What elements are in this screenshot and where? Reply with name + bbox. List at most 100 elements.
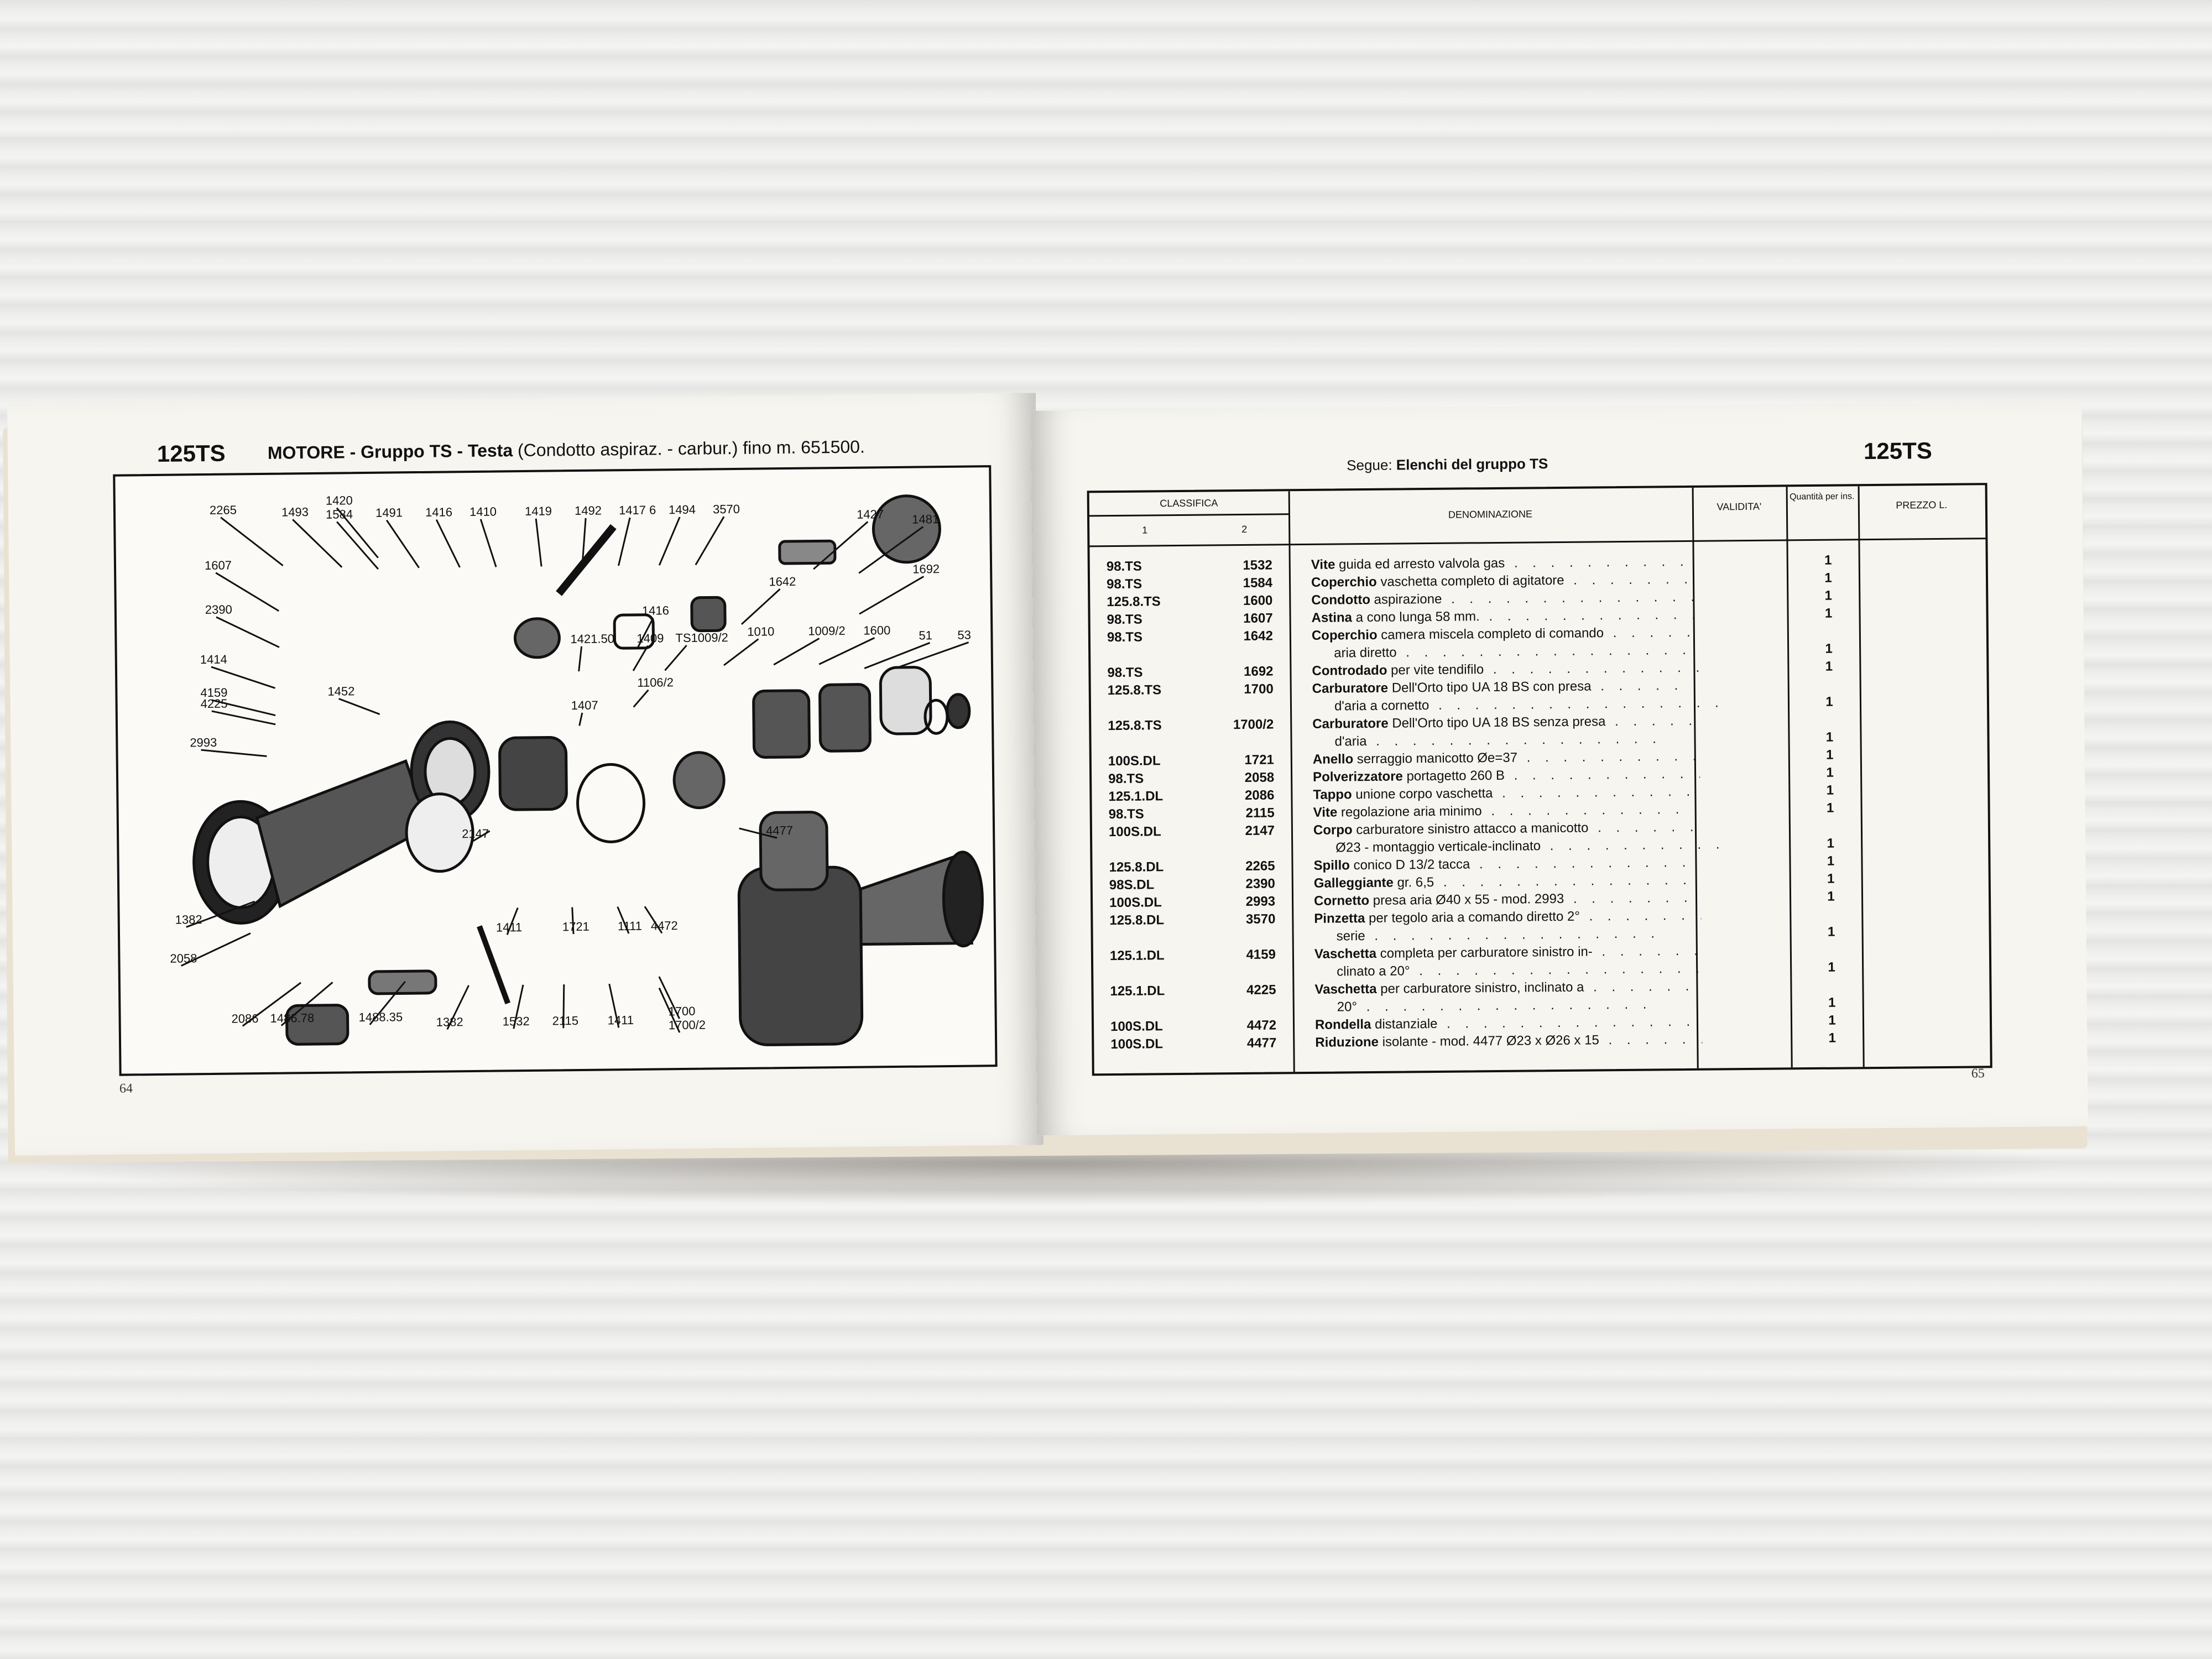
- leader-dots: . . . . . . . . . . . . . . . .: [1479, 854, 1701, 872]
- denominazione-cell: Vite regolazione aria minimo . . . . . .…: [1313, 802, 1700, 821]
- part-description: aspirazione: [1370, 591, 1442, 607]
- part-name: Galleggiante: [1313, 875, 1394, 891]
- part-description: unione corpo vaschetta: [1352, 786, 1493, 802]
- diagram-callout-label: 1600: [863, 623, 890, 638]
- classifica-1-cell: 125.8.DL: [1109, 859, 1164, 875]
- classifica-2-cell: 2086: [1244, 787, 1275, 803]
- diagram-callout-label: 1416: [642, 603, 669, 618]
- diagram-callout-label: 1411: [608, 1013, 634, 1027]
- diagram-leader-line: [633, 689, 649, 708]
- diagram-leader-line: [859, 576, 925, 615]
- diagram-callout-label: 51: [919, 628, 932, 642]
- denominazione-cell: Ø23 - montaggio verticale-inclinato . . …: [1335, 837, 1723, 855]
- part-name: Controdado: [1312, 662, 1387, 679]
- quantity-cell: 1: [1825, 729, 1834, 745]
- diagram-callout-label: 1427: [857, 507, 884, 521]
- part-name: Cornetto: [1313, 893, 1370, 909]
- leader-dots: . . . . . . . . . . . . . . . .: [1608, 1031, 1703, 1048]
- diagram-leader-line: [632, 645, 649, 671]
- classifica-1-cell: 98.TS: [1106, 576, 1142, 592]
- diagram-leader-line: [435, 519, 461, 568]
- diagram-callout-label: 1409: [637, 631, 664, 645]
- diagram-leader-line: [336, 521, 379, 570]
- classifica-2-cell: 1700/2: [1233, 717, 1274, 733]
- diagram-callout-label: 3570: [713, 502, 740, 517]
- part-description: regolazione aria minimo: [1337, 804, 1482, 820]
- diagram-callout-label: 1721: [562, 920, 589, 934]
- quantity-cell: 1: [1827, 871, 1835, 886]
- denominazione-cell: Carburatore Dell'Orto tipo UA 18 BS con …: [1312, 678, 1699, 697]
- classifica-1-cell: 98.TS: [1107, 665, 1143, 681]
- diagram-leader-line: [369, 980, 406, 1025]
- diagram-callout-label: 1493: [281, 505, 309, 519]
- header-validita: VALIDITA': [1717, 500, 1762, 513]
- classifica-1-cell: 125.1.DL: [1108, 789, 1164, 805]
- left-model-label: 125TS: [156, 440, 226, 467]
- diagram-callout-label: 1382: [175, 912, 202, 927]
- diagram-leader-line: [562, 984, 565, 1029]
- part-description: presa aria Ø40 x 55 - mod. 2993: [1369, 891, 1564, 909]
- quantity-cell: 1: [1826, 765, 1834, 780]
- classifica-1-cell: 100S.DL: [1110, 1019, 1163, 1035]
- part-name: Vaschetta: [1314, 946, 1377, 962]
- denominazione-cell: Riduzione isolante - mod. 4477 Ø23 x Ø26…: [1315, 1032, 1702, 1051]
- diagram-leader-line: [618, 517, 631, 566]
- diagram-leader-line: [637, 617, 654, 649]
- classifica-1-cell: 125.1.DL: [1110, 983, 1165, 999]
- leader-dots: . . . . . . . . . . . . . . . .: [1365, 926, 1661, 944]
- diagram-leader-line: [211, 666, 276, 689]
- part-description: 20°: [1337, 999, 1358, 1015]
- diagram-callout-label: 1111: [618, 919, 642, 933]
- classifica-2-cell: 4159: [1246, 947, 1276, 962]
- part-description: distanziale: [1371, 1016, 1438, 1032]
- part-description: conico D 13/2 tacca: [1349, 857, 1470, 873]
- diagram-leader-line: [740, 588, 781, 625]
- part-name: Corpo: [1313, 822, 1353, 838]
- classifica-2-cell: 1584: [1243, 575, 1273, 591]
- leader-dots: . . . . . . . . . . . . . . . .: [1366, 731, 1662, 749]
- part-description: per vite tendifilo: [1387, 662, 1484, 678]
- diagram-callout-label: 53: [957, 628, 971, 642]
- diagram-callout-label: 4472: [651, 919, 678, 933]
- leader-dots: . . . . . . . . . . . . . . . .: [1601, 943, 1702, 959]
- classifica-1-cell: 100S.DL: [1108, 824, 1161, 840]
- diagram-callout-label: 1411: [496, 920, 523, 934]
- denominazione-cell: d'aria a cornetto . . . . . . . . . . . …: [1334, 695, 1721, 714]
- classifica-2-cell: 4472: [1246, 1018, 1277, 1033]
- diagram-callout-label: 1009/2: [808, 624, 846, 638]
- denominazione-cell: 20° . . . . . . . . . . . . . . . .: [1337, 996, 1724, 1015]
- diagram-leader-line: [211, 699, 276, 716]
- classifica-2-cell: 3570: [1245, 911, 1276, 927]
- leader-dots: . . . . . . . . . . . . . . . .: [1410, 961, 1705, 979]
- classifica-1-cell: 98.TS: [1107, 612, 1142, 628]
- classifica-2-cell: 2115: [1245, 805, 1275, 821]
- header-denominazione: DENOMINAZIONE: [1448, 508, 1533, 520]
- diagram-leader-line: [336, 507, 379, 559]
- header-classifica-1: 1: [1142, 524, 1148, 536]
- classifica-2-cell: 4225: [1246, 982, 1276, 998]
- denominazione-cell: Tappo unione corpo vaschetta . . . . . .…: [1313, 784, 1700, 803]
- part-name: Riduzione: [1315, 1034, 1379, 1050]
- diagram-callout-label: 2086: [231, 1011, 258, 1026]
- diagram-leader-line: [292, 519, 343, 568]
- diagram-callout-label: 1584: [326, 507, 353, 521]
- leader-dots: . . . . . . . . . . . . . . . .: [1446, 1014, 1702, 1031]
- diagram-leader-line: [739, 827, 778, 839]
- diagram-callout-label: 1414: [200, 653, 227, 667]
- part-description: gr. 6,5: [1393, 874, 1434, 890]
- leader-dots: . . . . . . . . . . . . . . . .: [1514, 766, 1700, 783]
- diagram-callout-label: 1382: [436, 1015, 463, 1029]
- quantity-cell: 1: [1827, 924, 1835, 940]
- classifica-1-cell: 125.1.DL: [1109, 948, 1165, 964]
- right-page-number: 65: [1971, 1066, 1985, 1081]
- diagram-callout-label: 1452: [327, 684, 354, 698]
- denominazione-cell: serie . . . . . . . . . . . . . . . .: [1337, 925, 1724, 944]
- part-name: Vite: [1313, 805, 1338, 820]
- part-description: serie: [1336, 928, 1365, 944]
- denominazione-cell: Galleggiante gr. 6,5 . . . . . . . . . .…: [1314, 873, 1701, 891]
- left-title-rest: (Condotto aspiraz. - carbur.) fino m. 65…: [512, 436, 865, 461]
- denominazione-cell: Pinzetta per tegolo aria a comando diret…: [1314, 908, 1701, 927]
- denominazione-cell: Vaschetta completa per carburatore sinis…: [1314, 943, 1702, 962]
- diagram-leader-line: [535, 518, 542, 567]
